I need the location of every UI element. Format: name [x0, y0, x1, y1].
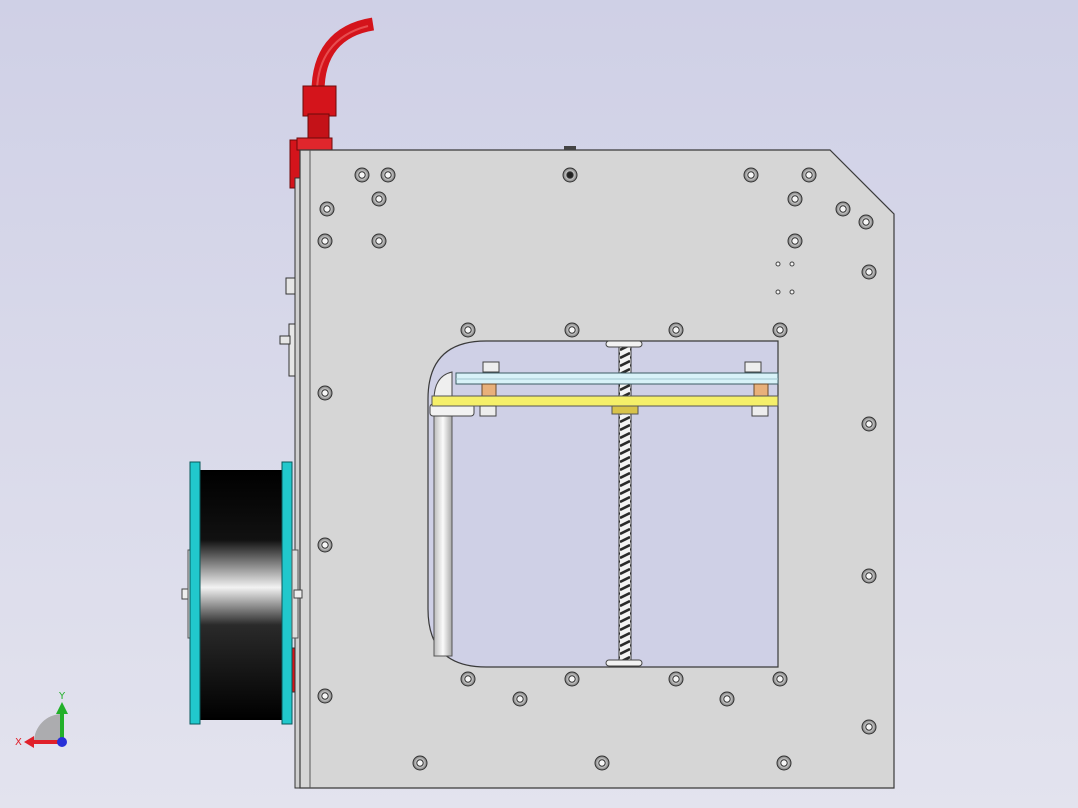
build-plate[interactable]	[431, 361, 779, 417]
mounting-hole-center	[805, 171, 813, 179]
mounting-hole-center	[672, 326, 680, 334]
bed-heater	[431, 395, 779, 407]
axis-z-dot	[57, 737, 67, 747]
axis-triad[interactable]: Y X	[15, 691, 68, 748]
mounting-hole-center	[464, 326, 472, 334]
mounting-hole-center	[416, 759, 424, 767]
mounting-hole-center	[464, 675, 472, 683]
mounting-hole-center	[747, 171, 755, 179]
mounting-hole-center	[780, 759, 788, 767]
mounting-hole-center	[566, 171, 574, 179]
mounting-hole-center	[776, 675, 784, 683]
axis-triad-arc	[34, 714, 62, 742]
mounting-hole-center	[839, 205, 847, 213]
axis-y-label: Y	[58, 691, 66, 702]
mounting-hole-center	[791, 195, 799, 203]
mounting-hole-center	[375, 195, 383, 203]
mounting-hole-center	[323, 205, 331, 213]
mounting-hole-center	[723, 695, 731, 703]
mounting-hole-center	[865, 572, 873, 580]
mounting-hole-center	[358, 171, 366, 179]
mounting-hole-center	[865, 420, 873, 428]
mounting-hole-center	[598, 759, 606, 767]
mounting-hole-center	[321, 237, 329, 245]
mounting-hole-center	[776, 326, 784, 334]
mounting-hole-center	[384, 171, 392, 179]
mounting-hole-center	[568, 326, 576, 334]
mounting-hole-center	[862, 218, 870, 226]
mounting-hole-center	[672, 675, 680, 683]
mounting-hole-center	[791, 237, 799, 245]
mounting-hole-center	[321, 541, 329, 549]
axis-x-label: X	[15, 737, 22, 748]
mounting-hole-center	[568, 675, 576, 683]
filament-spool[interactable]	[181, 461, 303, 725]
mounting-hole-center	[375, 237, 383, 245]
lead-screw	[605, 340, 643, 667]
mounting-hole-center	[865, 268, 873, 276]
mounting-holes	[317, 167, 877, 771]
indicator-dots	[775, 261, 795, 295]
frame-window	[427, 340, 779, 668]
mounting-hole-center	[865, 723, 873, 731]
mounting-hole-center	[321, 692, 329, 700]
mounting-hole-center	[321, 389, 329, 397]
mounting-hole-center	[516, 695, 524, 703]
